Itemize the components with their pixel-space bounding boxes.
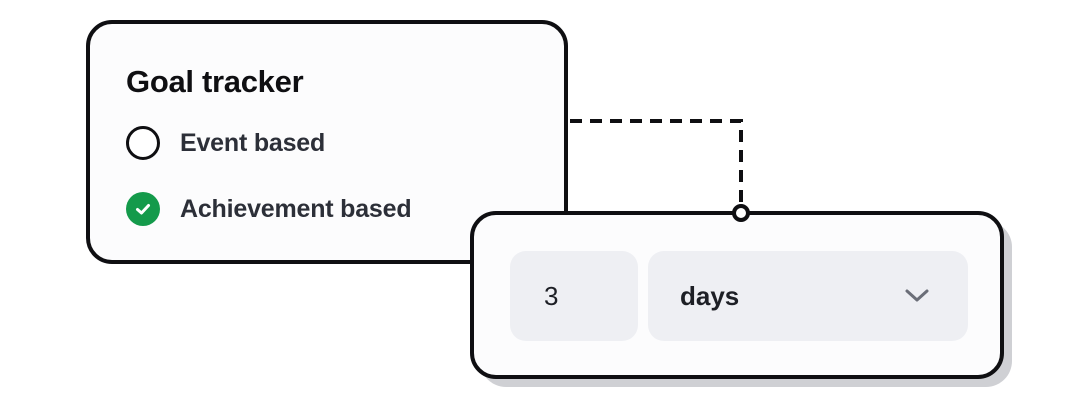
goal-tracker-card: Goal tracker Event based Achievement bas…	[86, 20, 568, 264]
chevron-down-icon	[904, 283, 930, 309]
option-label: Event based	[180, 128, 326, 157]
check-circle-icon[interactable]	[126, 192, 160, 226]
option-label: Achievement based	[180, 194, 412, 223]
checkmark-icon	[136, 204, 150, 215]
duration-amount-input[interactable]: 3	[510, 251, 638, 341]
duration-card: 3 days	[470, 211, 1004, 379]
radio-empty-icon[interactable]	[126, 126, 160, 160]
duration-unit-select[interactable]: days	[648, 251, 968, 341]
option-achievement-based[interactable]: Achievement based	[126, 192, 412, 226]
duration-unit-value: days	[680, 280, 740, 311]
option-event-based[interactable]: Event based	[126, 126, 325, 160]
goal-tracker-title: Goal tracker	[126, 64, 304, 99]
